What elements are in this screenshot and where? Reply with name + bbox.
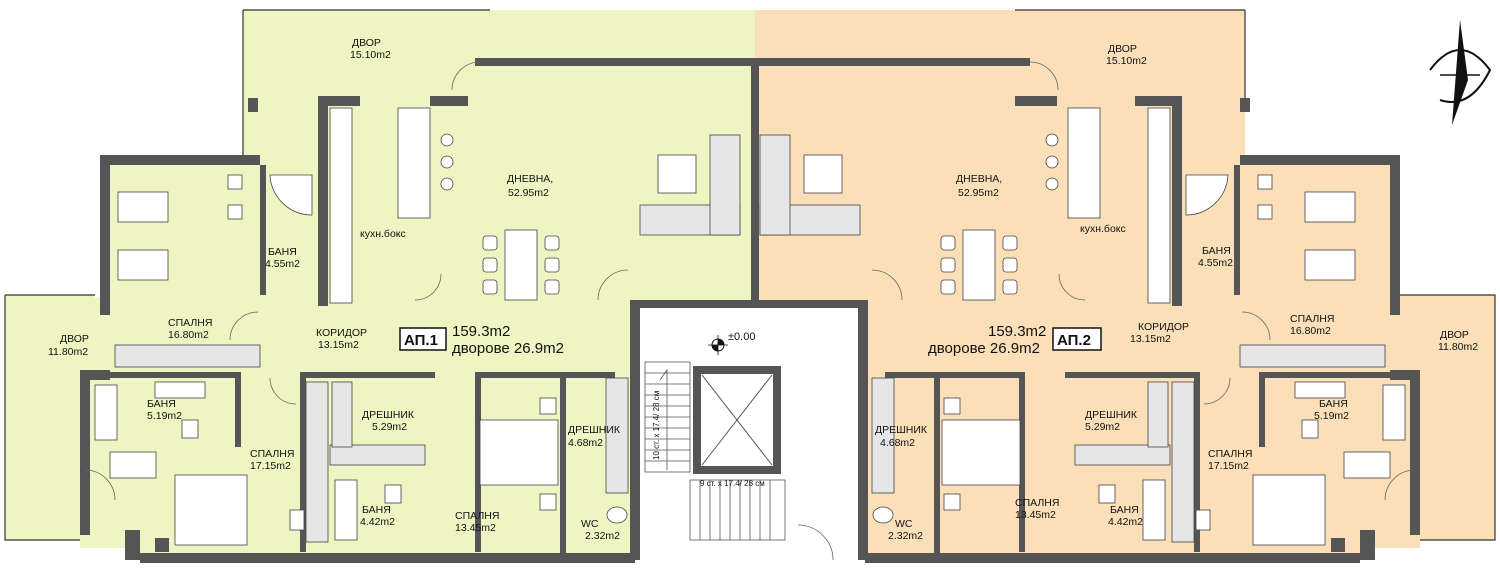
room-area: 5.19m2 [1314, 410, 1349, 422]
room-area: 5.29m2 [1085, 421, 1120, 433]
room-area: 13.15m2 [1130, 333, 1171, 345]
room-name: ДВОР [1108, 43, 1137, 55]
room-area: 4.42m2 [360, 516, 395, 528]
room-area: 4.55m2 [1198, 257, 1233, 269]
room-name: ДРЕШНИК [362, 409, 415, 421]
room-area: 4.55m2 [265, 258, 300, 270]
furniture-apartment-1 [94, 107, 741, 546]
walls [80, 58, 1420, 563]
room-area: 4.42m2 [1108, 516, 1143, 528]
room-area: 2.32m2 [585, 530, 620, 542]
room-area: 4.68m2 [880, 437, 915, 449]
doors [84, 61, 1416, 501]
room-area: 4.68m2 [568, 437, 603, 449]
room-area: 13.45m2 [455, 522, 496, 534]
room-name: КОРИДОР [1138, 321, 1189, 333]
room-name: СПАЛНЯ [168, 317, 212, 329]
room-name: ДВОР [352, 37, 381, 49]
apartment-2-tag: АП.2 [1057, 332, 1091, 349]
stair-flight-2-label: 9 ст. х 17.4/ 28 см [700, 479, 765, 488]
apartment-1-tag: АП.1 [404, 332, 438, 349]
room-area: 11.80m2 [1438, 341, 1478, 353]
room-name: БАНЯ [362, 504, 391, 516]
room-name: ДРЕШНИК [568, 424, 621, 436]
stairwell: ±0.00 10 ст. х 17.4/ 28 см 9 ст. х 17.4/… [630, 300, 868, 561]
room-name: ДНЕВНА, [507, 173, 553, 185]
room-name: БАНЯ [1319, 398, 1348, 410]
apartment-2-tag-box [1052, 327, 1102, 351]
room-name: ДНЕВНА, [956, 173, 1002, 185]
level-marker-icon [708, 335, 728, 355]
apartment-1-tag-box [399, 327, 447, 351]
room-area: 16.80m2 [1290, 325, 1331, 337]
level-label: ±0.00 [728, 331, 755, 343]
room-name: ДВОР [60, 333, 89, 345]
room-name: кухн.бокс [360, 228, 406, 240]
room-name: СПАЛНЯ [1015, 497, 1059, 509]
apartment-2-yards: дворове 26.9m2 [928, 340, 1040, 357]
room-name: БАНЯ [268, 246, 297, 258]
room-name: СПАЛНЯ [1208, 448, 1252, 460]
room-area: 11.80m2 [48, 346, 88, 358]
labels-apartment-1: ДВОР 15.10m2 ДНЕВНА, 52.95m2 кухн.бокс Б… [48, 37, 621, 542]
stair-flight-2 [689, 479, 786, 541]
room-area: 13.15m2 [318, 339, 359, 351]
room-name: ДРЕШНИК [1085, 409, 1138, 421]
room-area: 16.80m2 [168, 329, 209, 341]
room-area: 5.19m2 [147, 410, 182, 422]
north-arrow-icon [1429, 20, 1492, 125]
room-name: БАНЯ [147, 398, 176, 410]
room-name: WC [895, 518, 913, 530]
room-area: 17.15m2 [1208, 460, 1249, 472]
room-area: 15.10m2 [1106, 55, 1147, 67]
stair-flight-1 [644, 361, 691, 473]
room-area: 5.29m2 [372, 421, 407, 433]
room-name: БАНЯ [1110, 504, 1139, 516]
room-area: 17.15m2 [250, 460, 291, 472]
room-name: СПАЛНЯ [1290, 313, 1334, 325]
room-area: 13.45m2 [1015, 509, 1056, 521]
room-name: СПАЛНЯ [250, 448, 294, 460]
room-name: WC [581, 518, 599, 530]
labels-apartment-2: ДВОР 15.10m2 ДНЕВНА, 52.95m2 кухн.бокс Б… [875, 43, 1478, 542]
room-name: КОРИДОР [316, 327, 367, 339]
apartment-1-yards: дворове 26.9m2 [452, 340, 564, 357]
room-name: кухн.бокс [1080, 223, 1126, 235]
room-area: 15.10m2 [350, 49, 391, 61]
room-area: 2.32m2 [888, 530, 923, 542]
room-area: 52.95m2 [958, 187, 999, 199]
apartment-2-area: 159.3m2 [988, 323, 1046, 340]
room-name: БАНЯ [1202, 245, 1231, 257]
room-name: ДРЕШНИК [875, 424, 928, 436]
stair-flight-1-label: 10 ст. х 17.4/ 28 см [652, 391, 661, 460]
apartment-1-area: 159.3m2 [452, 323, 510, 340]
room-area: 52.95m2 [508, 187, 549, 199]
room-name: СПАЛНЯ [455, 510, 499, 522]
furniture-apartment-2 [759, 107, 1406, 546]
room-name: ДВОР [1440, 329, 1469, 341]
